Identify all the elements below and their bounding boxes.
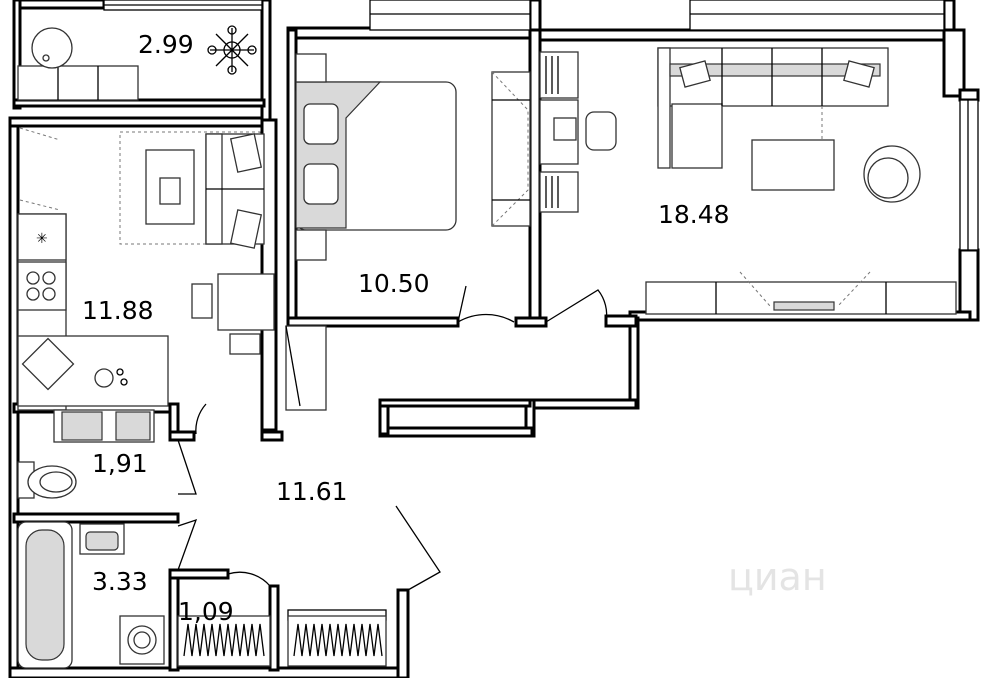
kitchen-furniture: ✳ xyxy=(17,127,327,411)
area-label-wardrobe: 1,09 xyxy=(178,597,234,626)
bedroom-furniture xyxy=(295,53,531,261)
area-label-living: 18.48 xyxy=(658,200,730,229)
svg-text:✳: ✳ xyxy=(36,231,48,247)
watermark-text: циан xyxy=(728,555,827,599)
windows xyxy=(103,0,979,621)
doors xyxy=(177,285,608,591)
area-label-bathroom: 3.33 xyxy=(92,567,148,596)
bookshelf-lines xyxy=(545,56,559,208)
toilet-furniture xyxy=(17,409,155,499)
plant-icon xyxy=(207,25,257,75)
area-label-bedroom: 10.50 xyxy=(358,269,430,298)
living-furniture xyxy=(539,47,957,315)
area-label-toilet: 1,91 xyxy=(92,449,148,478)
wardrobe-furniture xyxy=(177,615,387,667)
bathroom-furniture xyxy=(17,521,165,669)
area-label-kitchen: 11.88 xyxy=(82,296,154,325)
balcony-furniture xyxy=(17,25,257,101)
area-label-balcony: 2.99 xyxy=(138,30,194,59)
area-label-hall: 11.61 xyxy=(276,477,348,506)
